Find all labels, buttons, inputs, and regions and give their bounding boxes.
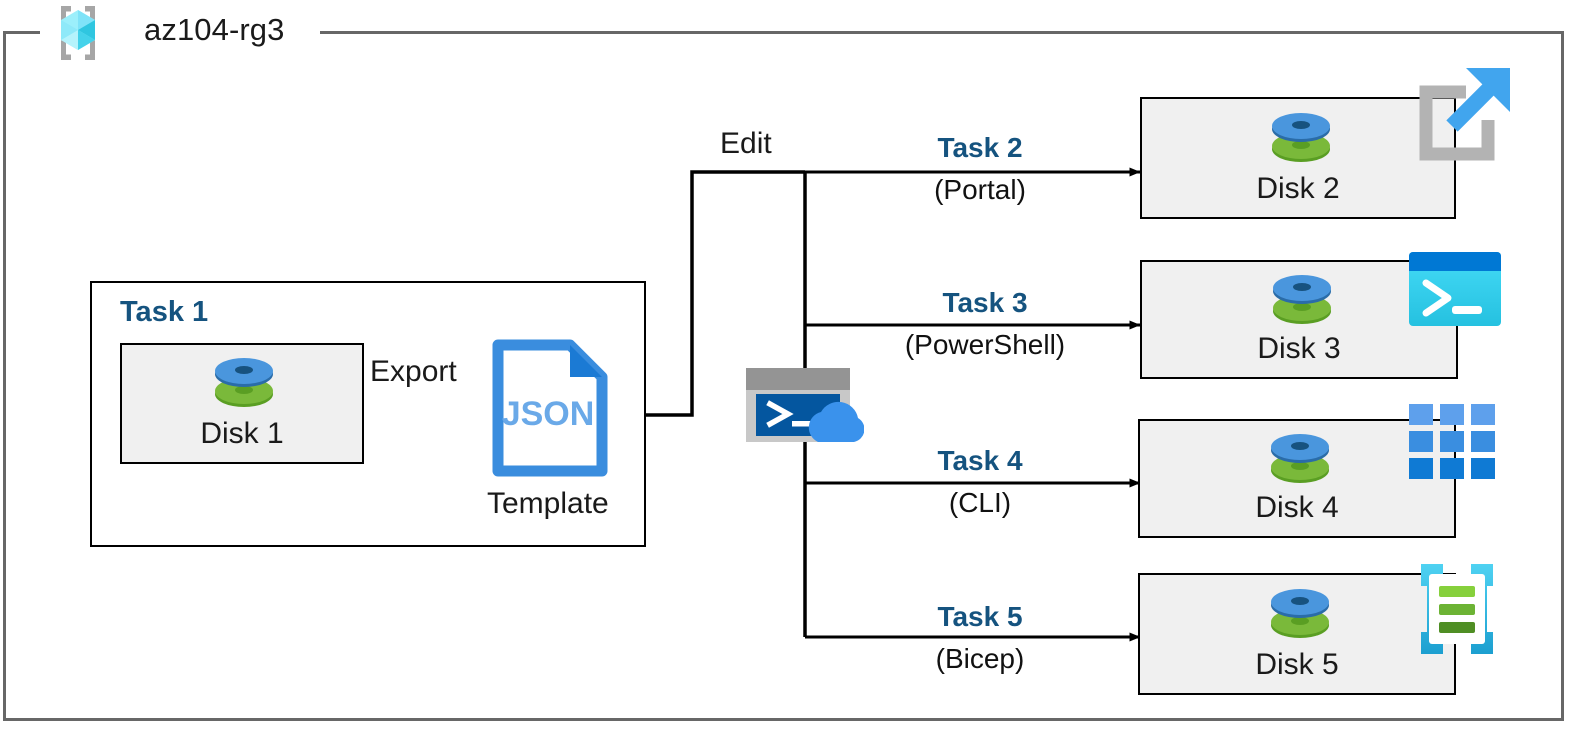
edit-label: Edit — [720, 127, 772, 160]
managed-disk-icon — [1267, 270, 1337, 332]
azure-cli-icon — [1409, 404, 1495, 480]
managed-disk-icon — [1266, 108, 1336, 170]
task3-label: Task 3 — [942, 287, 1028, 318]
disk5-box: Disk 5 — [1138, 573, 1456, 695]
disk1-label: Disk 1 — [200, 417, 284, 450]
cloud-shell-icon — [744, 366, 865, 444]
bicep-icon — [1407, 560, 1507, 658]
template-label: Template — [487, 487, 609, 520]
resource-group-frame — [3, 31, 1564, 721]
managed-disk-icon — [209, 353, 279, 415]
task2-label: Task 2 — [937, 132, 1023, 163]
json-icon-text: JSON — [502, 395, 595, 433]
task3-tool-label: (PowerShell) — [904, 329, 1066, 360]
disk4-box: Disk 4 — [1138, 419, 1456, 538]
azure-portal-icon — [1408, 62, 1516, 166]
azure-resource-group-icon — [47, 2, 109, 64]
disk3-box: Disk 3 — [1140, 260, 1458, 379]
resource-group-name: az104-rg3 — [144, 12, 285, 47]
disk2-label: Disk 2 — [1256, 172, 1340, 205]
task4-tool-label: (CLI) — [948, 487, 1012, 518]
managed-disk-icon — [1265, 429, 1335, 491]
disk1-box: Disk 1 — [120, 343, 364, 464]
export-label: Export — [370, 355, 457, 388]
powershell-icon — [1408, 251, 1502, 327]
task1-title: Task 1 — [120, 296, 209, 328]
resource-group-title-mask — [40, 24, 320, 40]
task4-label: Task 4 — [937, 445, 1023, 476]
task5-tool-label: (Bicep) — [935, 643, 1025, 674]
disk5-label: Disk 5 — [1255, 648, 1339, 681]
disk3-label: Disk 3 — [1257, 332, 1341, 365]
managed-disk-icon — [1265, 584, 1335, 646]
task2-tool-label: (Portal) — [934, 174, 1026, 205]
task5-label: Task 5 — [937, 601, 1023, 632]
json-file-icon: JSON — [490, 337, 610, 479]
disk4-label: Disk 4 — [1255, 491, 1339, 524]
disk2-box: Disk 2 — [1140, 97, 1456, 219]
